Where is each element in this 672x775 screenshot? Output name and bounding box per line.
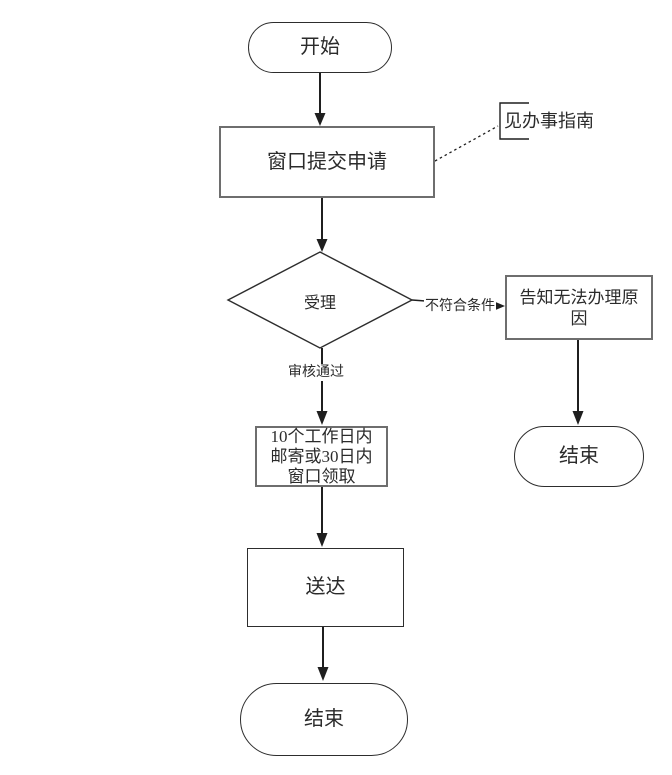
node-mail-line-1: 10个工作日内 [270, 426, 373, 446]
node-end-bottom: 结束 [240, 683, 408, 756]
arrowhead-down-icon [572, 411, 584, 425]
node-start-label: 开始 [300, 36, 340, 58]
node-submit-label: 窗口提交申请 [267, 150, 387, 173]
node-mail-line-3: 窗口领取 [287, 466, 356, 486]
arrowhead-down-icon [316, 533, 328, 547]
edge-deliver-to-end [317, 627, 329, 681]
arrowhead-down-icon [316, 239, 328, 252]
arrowhead-down-icon [316, 411, 328, 425]
node-inform-line-1: 告知无法办理原 [519, 287, 639, 307]
node-end-right: 结束 [514, 426, 644, 487]
arrowhead-down-icon [317, 667, 329, 681]
node-start: 开始 [248, 22, 392, 73]
annotation-guide-note: 见办事指南 [504, 111, 594, 131]
node-end-bottom-label: 结束 [304, 708, 344, 730]
node-end-right-label: 结束 [559, 445, 599, 467]
edge-start-to-submit [314, 73, 326, 126]
edge-mail-to-deliver [316, 487, 328, 547]
edge-inform-to-end [572, 340, 584, 425]
node-review-label: 受理 [303, 295, 336, 312]
node-inform-line-2: 因 [570, 308, 588, 328]
edge-label-not-qualified: 不符合条件 [424, 298, 496, 315]
edge-label-approved: 审核通过 [287, 364, 345, 381]
edge-review-to-mail [316, 348, 328, 425]
node-submit: 窗口提交申请 [219, 126, 435, 198]
annotation-dotted-line [434, 125, 499, 162]
arrowhead-down-icon [314, 113, 326, 126]
edge-submit-to-review [316, 198, 328, 252]
node-mail: 10个工作日内 邮寄或30日内 窗口领取 [255, 426, 388, 487]
node-deliver: 送达 [247, 548, 404, 627]
node-mail-line-2: 邮寄或30日内 [270, 446, 373, 466]
node-inform: 告知无法办理原 因 [505, 275, 653, 340]
node-deliver-label: 送达 [305, 576, 346, 598]
